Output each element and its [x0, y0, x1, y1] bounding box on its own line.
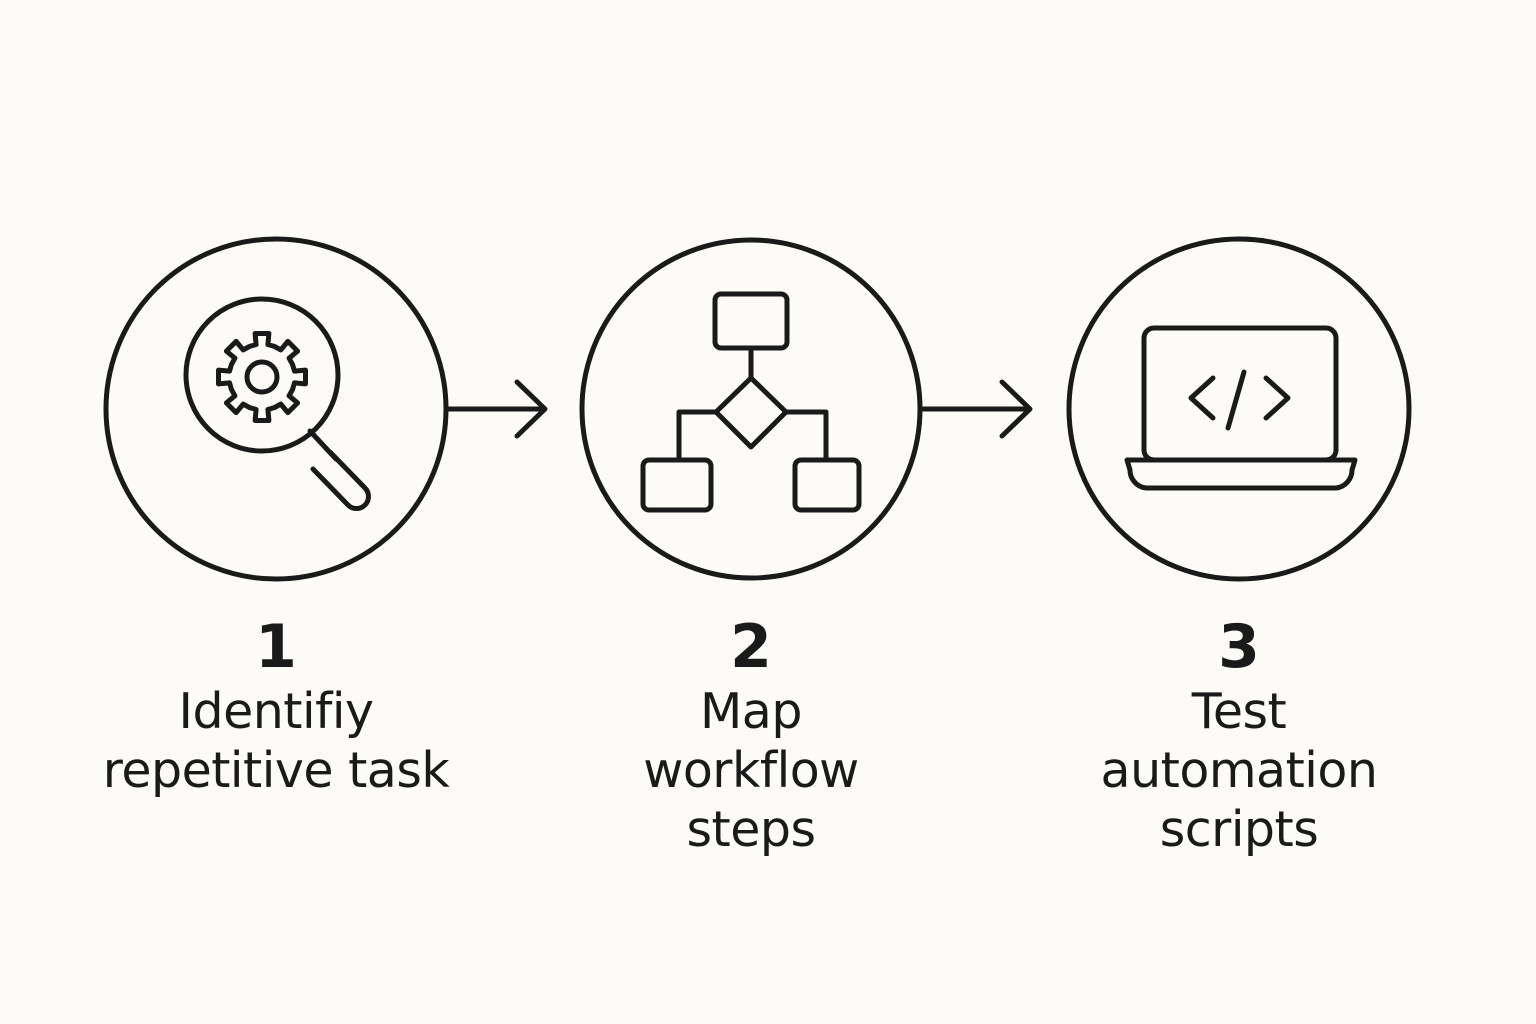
step-1-label: 1 Identifiy repetitive task — [86, 617, 466, 800]
magnifier-gear-icon — [183, 296, 371, 511]
arrow-right-icon — [444, 379, 548, 439]
step-3-text: Test automation scripts — [1049, 682, 1429, 859]
step-2-circle — [579, 237, 923, 581]
step-2-node — [579, 237, 923, 581]
step-3-line: scripts — [1159, 801, 1319, 858]
step-1-text: Identifiy repetitive task — [86, 682, 466, 800]
step-1-number: 1 — [255, 612, 297, 682]
gear-icon — [216, 331, 308, 423]
step-1-line: Identifiy — [178, 683, 374, 740]
step-2-number: 2 — [730, 612, 772, 682]
step-2-line: Map — [700, 683, 802, 740]
step-3-line: Test — [1191, 683, 1287, 740]
step-1-node — [103, 236, 449, 582]
step-3-number: 3 — [1218, 612, 1260, 682]
step-2-text: Map workflow steps — [561, 682, 941, 859]
flowchart-icon — [640, 291, 862, 513]
step-2-line: steps — [686, 801, 816, 858]
step-3-circle — [1066, 236, 1412, 582]
step-2-label: 2 Map workflow steps — [561, 617, 941, 859]
step-3-node — [1066, 236, 1412, 582]
laptop-code-icon — [1124, 325, 1358, 491]
step-2-line: workflow — [643, 742, 859, 799]
step-3-label: 3 Test automation scripts — [1049, 617, 1429, 859]
arrow-right-icon — [919, 379, 1033, 439]
code-brackets-icon — [1188, 369, 1291, 431]
step-1-line: repetitive task — [102, 742, 450, 799]
step-3-line: automation — [1100, 742, 1378, 799]
